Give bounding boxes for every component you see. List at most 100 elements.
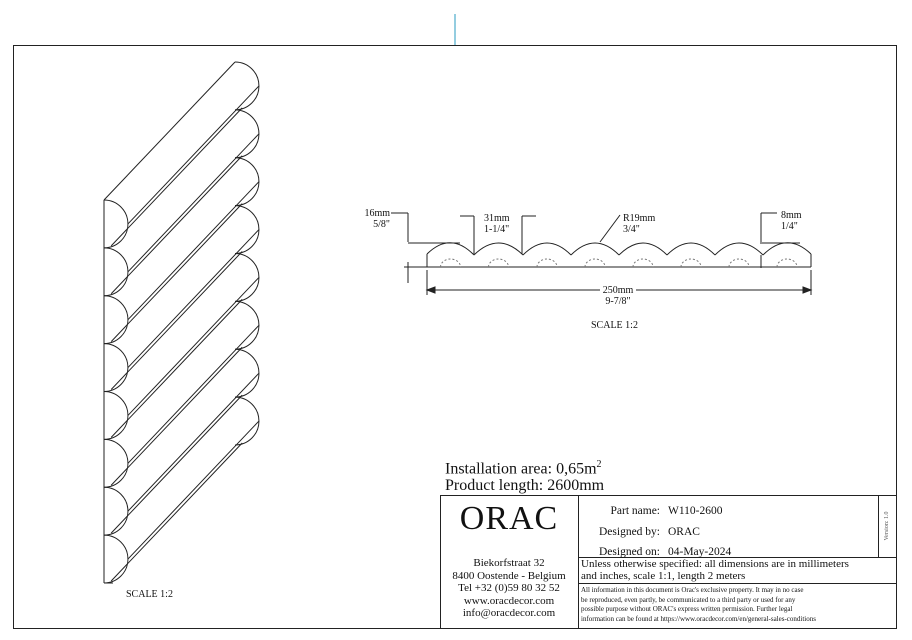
hidden-groove [728,258,750,268]
designed-by-label: Designed by: [598,525,660,538]
scallop-valley [110,346,243,486]
back-arc [234,205,260,254]
hidden-groove [632,258,654,268]
profile-arc [103,486,129,536]
sheet-border [13,45,897,629]
legal-line: All information in this document is Orac… [581,586,804,594]
dim-edge-in: 1/4" [781,221,798,232]
arrowhead [425,286,436,294]
scallop-valley [110,107,243,247]
address-city: 8400 Oostende - Belgium [452,569,566,582]
dim-height-in: 5/8" [373,219,390,230]
address-email: info@oracdecor.com [462,607,556,619]
scallop-valley [110,251,243,390]
profile-arc [103,534,129,584]
hidden-groove [536,258,558,268]
scallop-ridge [127,277,260,416]
legal-notice: All information in this document is Orac… [581,586,816,624]
product-length: Product length: 2600mm [445,477,605,494]
orac-logo: ORAC [459,500,559,537]
back-arc [234,348,260,398]
designed-by-value: ORAC [668,525,700,538]
back-arc [234,300,260,350]
hidden-groove [680,258,702,268]
legal-line: possible purpose without ORAC's express … [581,605,793,613]
isometric-view [103,61,260,584]
iso-scale-label: SCALE 1:2 [126,589,173,600]
scallop-arc [522,242,572,256]
scallop-valley [110,155,243,295]
part-labels: Part name: Designed by: Designed on: [578,501,660,563]
scallop-valley [110,203,243,342]
dim-radius-mm: R19mm [623,213,656,224]
profile-arc [103,391,129,440]
installation-area-sup: 2 [596,459,602,470]
scallop-valley [110,442,243,582]
scallop-ridge [127,229,260,368]
dim-width-in: 9-7/8" [605,296,631,307]
dim-width-mm: 250mm [602,285,634,296]
scallop-arc [570,242,620,256]
scallop-ridge [127,133,260,273]
notes-line: Unless otherwise specified: all dimensio… [581,558,849,570]
scallop-arc [618,242,668,256]
scallop-ridge [127,85,260,225]
section-profile [391,212,813,295]
dim-pitch-in: 1-1/4" [484,224,510,235]
radius-leader [599,214,621,243]
hidden-groove [584,258,606,268]
address-website: www.oracdecor.com [463,594,555,607]
back-arc [234,157,260,207]
scallop-valley [110,299,243,438]
notes: Unless otherwise specified: all dimensio… [581,558,849,582]
profile-arc [103,343,129,392]
profile-arc [103,247,129,297]
address-phone: Tel +32 (0)59 80 32 52 [458,582,560,594]
back-arc [234,109,260,159]
version-label: Version: 1.0 [884,511,890,541]
hidden-groove [440,258,461,268]
scallop-ridge [127,324,260,464]
scallop-ridge [127,372,260,512]
section-scale-label: SCALE 1:2 [591,320,638,331]
legal-line: be reproduced, even partly, be communica… [581,595,796,604]
scallop-ridge [127,420,260,560]
scallop-valley [110,394,243,534]
legal-line: information can be found at https://www.… [581,614,816,623]
back-arc [234,61,260,111]
scallop-arc [473,242,524,256]
address-street: Biekorfstraat 32 [473,557,545,569]
top-edge [103,61,236,201]
profile-arc [103,438,129,488]
designed-on-value: 04-May-2024 [668,546,732,558]
part-name-label: Part name: [610,505,661,517]
arrowhead [802,286,813,294]
part-values: W110-2600 ORAC 04-May-2024 [668,501,731,563]
scallop-arc [714,242,764,256]
back-arc [234,396,260,446]
designed-on-label: Designed on: [598,546,660,558]
dim-pitch-mm: 31mm [484,213,510,224]
profile-arc [103,295,129,345]
part-name-value: W110-2600 [668,505,723,517]
title-block-lines [440,495,897,629]
dim-edge-mm: 8mm [781,210,802,221]
installation-area: Installation area: 0,65m2 [445,459,602,478]
hidden-groove [776,258,798,268]
dim-radius-in: 3/4" [623,224,640,235]
scallop-arc [666,242,716,256]
scallop-ridge [127,181,260,321]
back-arc [234,253,260,302]
scallop-arc [762,242,812,256]
company-address: Biekorfstraat 32 8400 Oostende - Belgium… [440,557,578,620]
scallop-arc [426,242,475,256]
profile-arc [103,199,129,249]
dim-height-mm: 16mm [364,208,390,219]
